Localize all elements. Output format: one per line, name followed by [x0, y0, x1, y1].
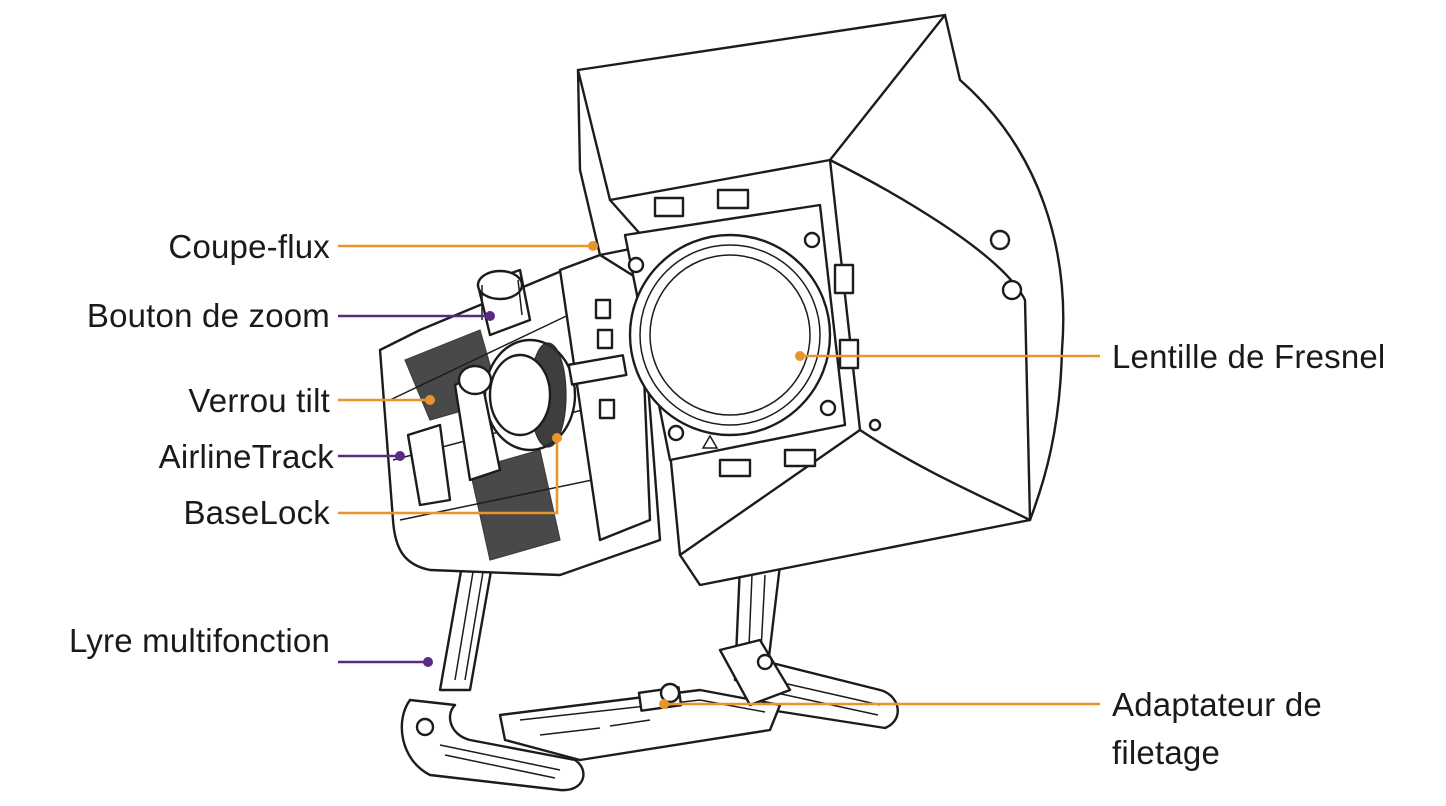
label-lyre-multifonction: Lyre multifonction — [69, 622, 330, 659]
label-airline-track: AirlineTrack — [158, 438, 334, 475]
leader-lines — [338, 241, 1100, 709]
label-coupe-flux: Coupe-flux — [168, 228, 330, 265]
label-baselock: BaseLock — [183, 494, 330, 531]
light-housing — [378, 253, 662, 577]
label-lentille-de-fresnel: Lentille de Fresnel — [1112, 338, 1386, 375]
stand-base — [400, 518, 899, 792]
label-adaptateur-line2: filetage — [1112, 734, 1221, 771]
barn-doors — [576, 13, 1065, 587]
label-bouton-zoom: Bouton de zoom — [86, 297, 330, 334]
label-verrou-tilt: Verrou tilt — [188, 382, 330, 419]
label-adaptateur-line1: Adaptateur de — [1112, 686, 1322, 723]
leader-baselock — [338, 438, 559, 515]
